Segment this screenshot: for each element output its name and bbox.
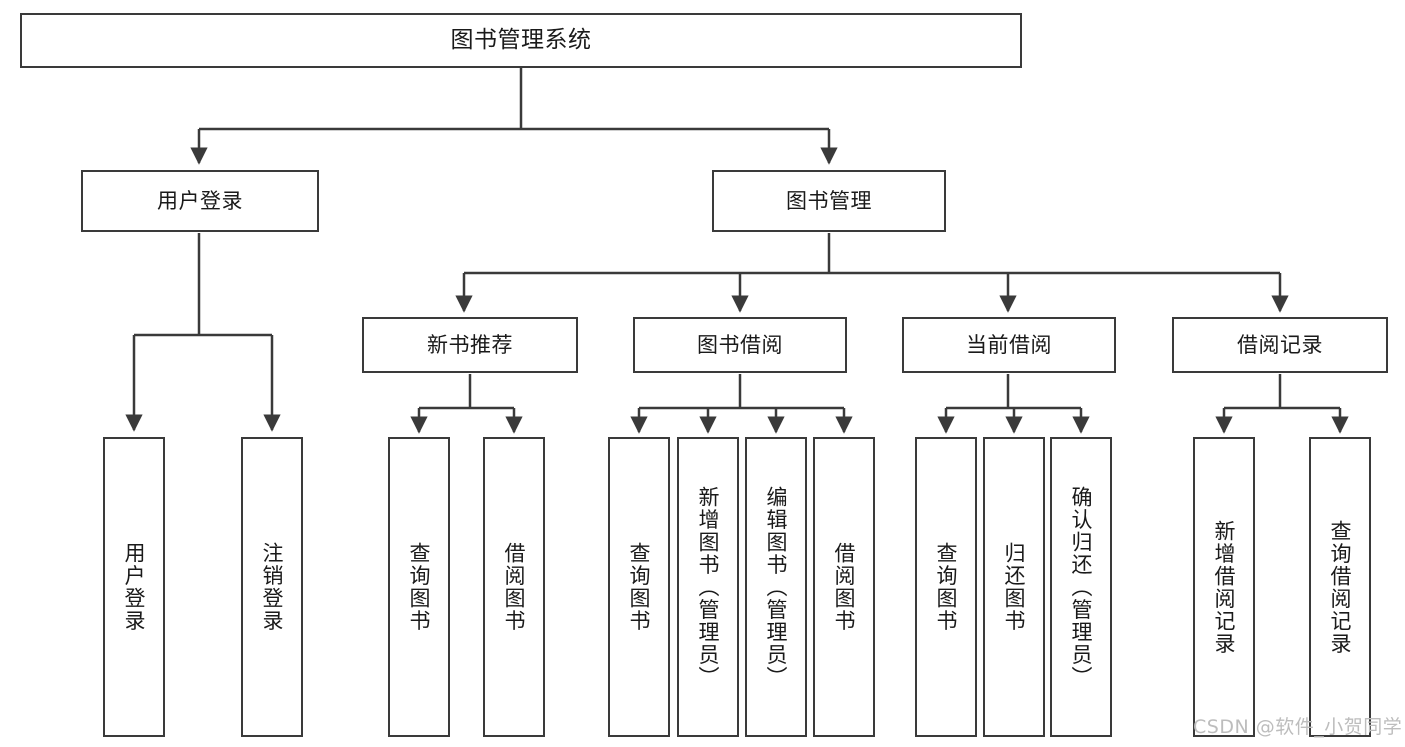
node-current-borrow-label: 当前借阅 bbox=[966, 332, 1052, 357]
node-borrow-record[interactable]: 借阅记录 bbox=[1172, 317, 1388, 373]
node-book-borrow-label: 图书借阅 bbox=[697, 332, 783, 357]
node-leaf-add-book-admin[interactable]: 新增图书（管理员） bbox=[677, 437, 739, 737]
node-borrow-record-label: 借阅记录 bbox=[1237, 332, 1323, 357]
node-leaf-newbook-query-book-label: 查询图书 bbox=[407, 542, 432, 632]
node-book-borrow[interactable]: 图书借阅 bbox=[633, 317, 847, 373]
node-leaf-current-query-book-label: 查询图书 bbox=[934, 542, 959, 632]
node-leaf-edit-book-admin-label: 编辑图书（管理员） bbox=[764, 485, 789, 689]
node-leaf-add-borrow-record[interactable]: 新增借阅记录 bbox=[1193, 437, 1255, 737]
node-root[interactable]: 图书管理系统 bbox=[20, 13, 1022, 68]
node-leaf-newbook-borrow-book-label: 借阅图书 bbox=[502, 542, 527, 632]
node-leaf-current-query-book[interactable]: 查询图书 bbox=[915, 437, 977, 737]
node-leaf-logout-label: 注销登录 bbox=[260, 542, 285, 632]
node-leaf-add-borrow-record-label: 新增借阅记录 bbox=[1212, 519, 1237, 655]
node-leaf-return-book-label: 归还图书 bbox=[1002, 542, 1027, 632]
node-current-borrow[interactable]: 当前借阅 bbox=[902, 317, 1116, 373]
node-leaf-return-book[interactable]: 归还图书 bbox=[983, 437, 1045, 737]
node-leaf-borrow-query-book[interactable]: 查询图书 bbox=[608, 437, 670, 737]
node-leaf-newbook-borrow-book[interactable]: 借阅图书 bbox=[483, 437, 545, 737]
node-leaf-confirm-return-admin[interactable]: 确认归还（管理员） bbox=[1050, 437, 1112, 737]
node-leaf-borrow-book-label: 借阅图书 bbox=[832, 542, 857, 632]
node-root-label: 图书管理系统 bbox=[450, 26, 592, 53]
node-leaf-query-borrow-record[interactable]: 查询借阅记录 bbox=[1309, 437, 1371, 737]
node-user-login[interactable]: 用户登录 bbox=[81, 170, 319, 232]
node-leaf-user-login-label: 用户登录 bbox=[122, 542, 147, 632]
node-leaf-newbook-query-book[interactable]: 查询图书 bbox=[388, 437, 450, 737]
node-leaf-add-book-admin-label: 新增图书（管理员） bbox=[696, 485, 721, 689]
node-book-management-label: 图书管理 bbox=[786, 188, 872, 213]
node-leaf-borrow-book[interactable]: 借阅图书 bbox=[813, 437, 875, 737]
csdn-watermark: CSDN @软件_小贺同学 bbox=[1193, 716, 1403, 738]
node-leaf-confirm-return-admin-label: 确认归还（管理员） bbox=[1069, 485, 1094, 689]
node-leaf-user-login[interactable]: 用户登录 bbox=[103, 437, 165, 737]
node-new-book-recommend-label: 新书推荐 bbox=[427, 332, 513, 357]
node-book-management[interactable]: 图书管理 bbox=[712, 170, 946, 232]
node-leaf-edit-book-admin[interactable]: 编辑图书（管理员） bbox=[745, 437, 807, 737]
node-leaf-logout[interactable]: 注销登录 bbox=[241, 437, 303, 737]
node-user-login-label: 用户登录 bbox=[157, 188, 243, 213]
node-leaf-query-borrow-record-label: 查询借阅记录 bbox=[1328, 519, 1353, 655]
node-new-book-recommend[interactable]: 新书推荐 bbox=[362, 317, 578, 373]
node-leaf-borrow-query-book-label: 查询图书 bbox=[627, 542, 652, 632]
